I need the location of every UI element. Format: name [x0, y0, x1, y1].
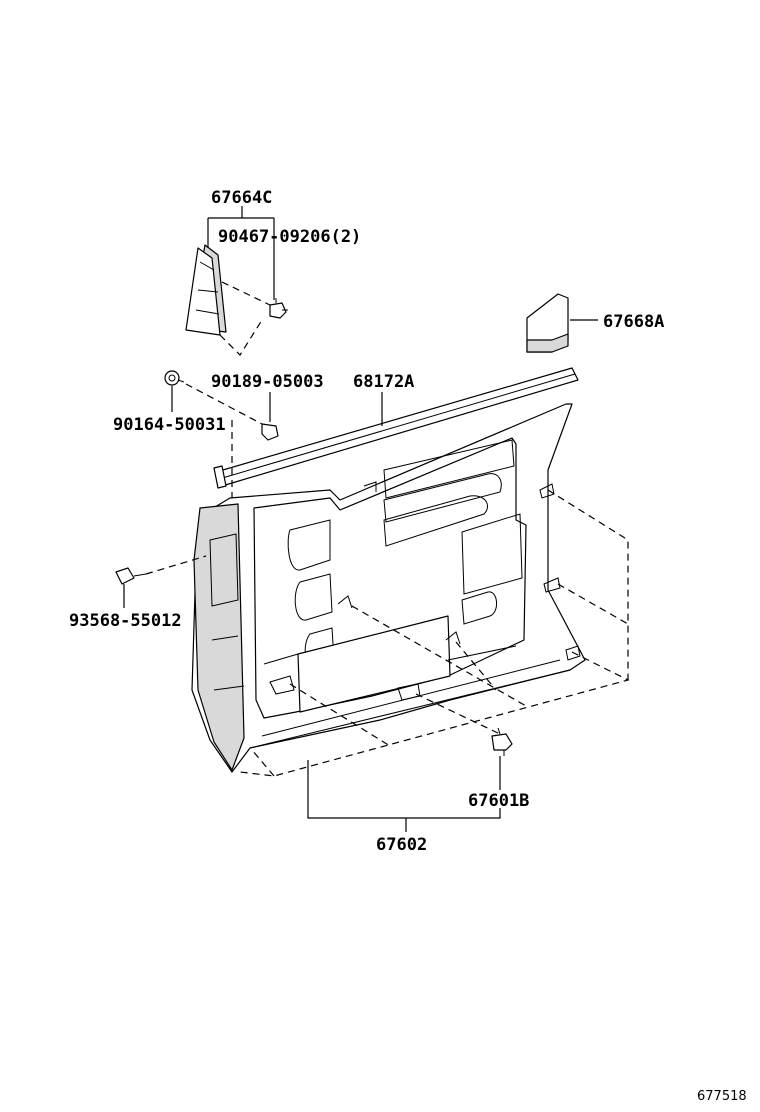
part-67668a-piece — [526, 293, 598, 353]
label-93568: 93568-55012 — [69, 611, 182, 631]
label-67602: 67602 — [376, 835, 427, 855]
clip-90189-icon — [261, 392, 279, 441]
label-90467: 90467-09206(2) — [218, 227, 361, 247]
part-67602-door-trim-board — [191, 403, 586, 773]
part-68172a-weatherstrip — [213, 367, 579, 489]
figure-id: 677518 — [697, 1089, 747, 1104]
label-67601b: 67601B — [468, 791, 529, 811]
screw-90164-icon — [164, 370, 263, 510]
label-67664c: 67664C — [211, 188, 272, 208]
part-67664c-trim — [185, 244, 271, 356]
clip-dash-lines — [239, 489, 630, 777]
clip-90467-icon — [269, 298, 288, 319]
screw-93568-icon — [115, 555, 207, 608]
leader-67664c — [207, 206, 275, 300]
label-68172a: 68172A — [353, 372, 414, 392]
label-90189: 90189-05003 — [211, 372, 324, 392]
label-67668a: 67668A — [603, 312, 664, 332]
label-90164: 90164-50031 — [113, 415, 226, 435]
leader-67602 — [307, 760, 501, 832]
clip-67601b-icon — [491, 727, 513, 790]
